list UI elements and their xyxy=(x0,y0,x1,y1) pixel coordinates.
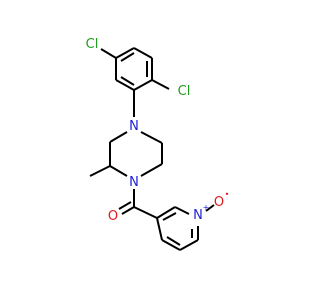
nitrogen-label: N xyxy=(193,208,203,223)
bond xyxy=(115,79,135,91)
bond xyxy=(156,217,163,241)
bond-n-oxide xyxy=(205,204,215,212)
bond-inner xyxy=(166,236,181,246)
bond xyxy=(156,206,176,219)
bond-inner xyxy=(120,76,135,86)
oxygen-label: O xyxy=(108,209,118,224)
bond-to-cl-top xyxy=(100,48,117,59)
chlorine-label: Cl xyxy=(86,37,99,52)
bond-inner xyxy=(162,212,177,221)
bond xyxy=(109,165,128,177)
radical-dot: • xyxy=(225,190,230,199)
bond-inner xyxy=(120,52,135,62)
pyridine-ring xyxy=(156,206,199,251)
bond xyxy=(133,79,153,91)
bond-methyl xyxy=(89,165,111,177)
bond-carbonyl-o xyxy=(121,206,135,215)
dichlorophenyl-ring xyxy=(115,47,153,91)
molecule-structure: Cl Cl N N O N + O • xyxy=(86,37,230,251)
chlorine-label: Cl xyxy=(178,84,191,99)
bond-to-cl-right xyxy=(151,79,170,90)
bond xyxy=(140,163,163,177)
bond xyxy=(174,206,190,215)
bond xyxy=(109,131,128,143)
bond xyxy=(179,239,199,251)
bond-carbonyl-o-double xyxy=(118,201,132,210)
positive-charge: + xyxy=(203,203,210,212)
oxygen-label: O xyxy=(214,195,224,210)
piperazine-ring xyxy=(109,131,163,177)
bond-carbonyl-ring xyxy=(133,206,158,219)
nitrogen-label: N xyxy=(129,175,139,190)
bond xyxy=(115,47,135,59)
nitrogen-label: N xyxy=(129,119,139,134)
bond xyxy=(161,239,181,251)
bond xyxy=(140,131,163,144)
bond xyxy=(133,47,153,59)
